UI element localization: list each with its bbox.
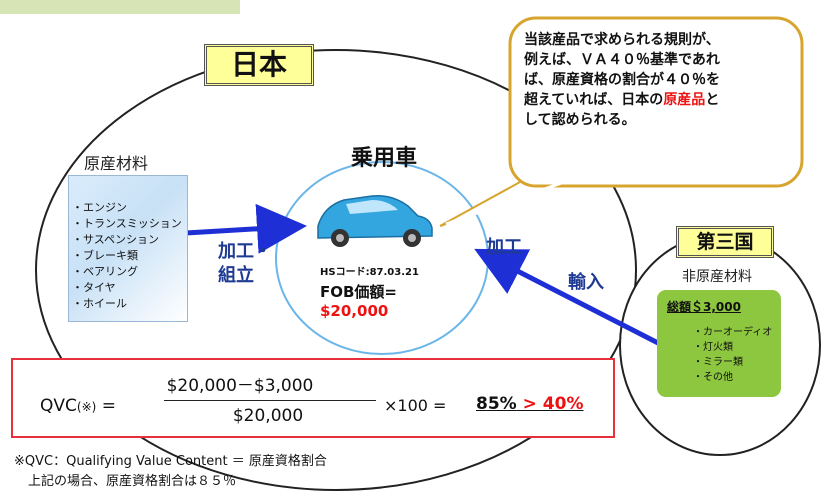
import-arrow: [474, 248, 664, 348]
formula-box: [11, 358, 615, 438]
fob-value: $20,000: [320, 302, 389, 320]
list-item: ・ブレーキ類: [72, 249, 138, 262]
originating-materials-box: [68, 175, 188, 322]
car-icon: [317, 194, 433, 247]
third-country-label: 第三国: [676, 226, 774, 258]
footnote-definition: ※QVC：Qualifying Value Content ＝ 原産資格割合: [14, 454, 327, 469]
callout-bubble: [508, 16, 804, 188]
footnote-result: 上記の場合、原産資格割合は８５％: [28, 474, 237, 489]
formula-denominator: $20,000: [232, 406, 304, 426]
list-item: ・サスペンション: [72, 233, 160, 246]
list-item: ・カーオーディオ: [693, 327, 773, 338]
list-item: ・トランスミッション: [72, 217, 182, 230]
list-item: ・タイヤ: [72, 281, 116, 294]
assembly-arrow: [185, 203, 307, 254]
callout-text: 当該産品で求められる規則が、 例えば、ＶＡ４０％基準であれ ば、原産資格の割合が…: [524, 32, 720, 128]
fob-label: FOB価額=: [320, 283, 397, 301]
list-item: ・ミラー類: [693, 357, 743, 368]
originating-materials-title: 原産材料: [84, 154, 149, 173]
list-item: ・灯火類: [693, 342, 733, 353]
formula-result: 85% > 40%: [476, 394, 584, 414]
process-label: 加工: [486, 237, 522, 258]
non-originating-box: [657, 290, 781, 397]
import-label: 輸入: [568, 272, 604, 293]
non-originating-title: 非原産材料: [682, 269, 752, 285]
originating-product-highlight: 原産品: [663, 92, 706, 108]
vehicle-ellipse: [275, 161, 489, 355]
non-originating-list: ・カーオーディオ ・灯火類 ・ミラー類 ・その他: [693, 325, 772, 385]
japan-label: 日本: [204, 44, 314, 86]
fraction-line: [164, 400, 376, 401]
list-item: ・エンジン: [72, 201, 127, 214]
list-item: ・ホイール: [72, 297, 127, 310]
list-item: ・その他: [693, 372, 733, 383]
japan-ellipse: [35, 49, 637, 491]
formula-numerator: $20,000－$3,000: [166, 376, 314, 396]
formula-lhs: QVC(※) =: [40, 396, 116, 416]
list-item: ・ベアリング: [72, 265, 138, 278]
vehicle-title: 乗用車: [350, 146, 417, 171]
originating-materials-list: ・エンジン ・トランスミッション ・サスペンション ・ブレーキ類 ・ベアリング …: [72, 200, 182, 312]
formula-multiplier: ×100 =: [384, 396, 447, 415]
process-assemble-label: 加工・ 組立: [218, 241, 272, 286]
hs-code: HSコード:87.03.21: [320, 267, 419, 278]
header-band: [0, 0, 240, 14]
non-originating-total: 総額＄3,000: [667, 300, 741, 314]
